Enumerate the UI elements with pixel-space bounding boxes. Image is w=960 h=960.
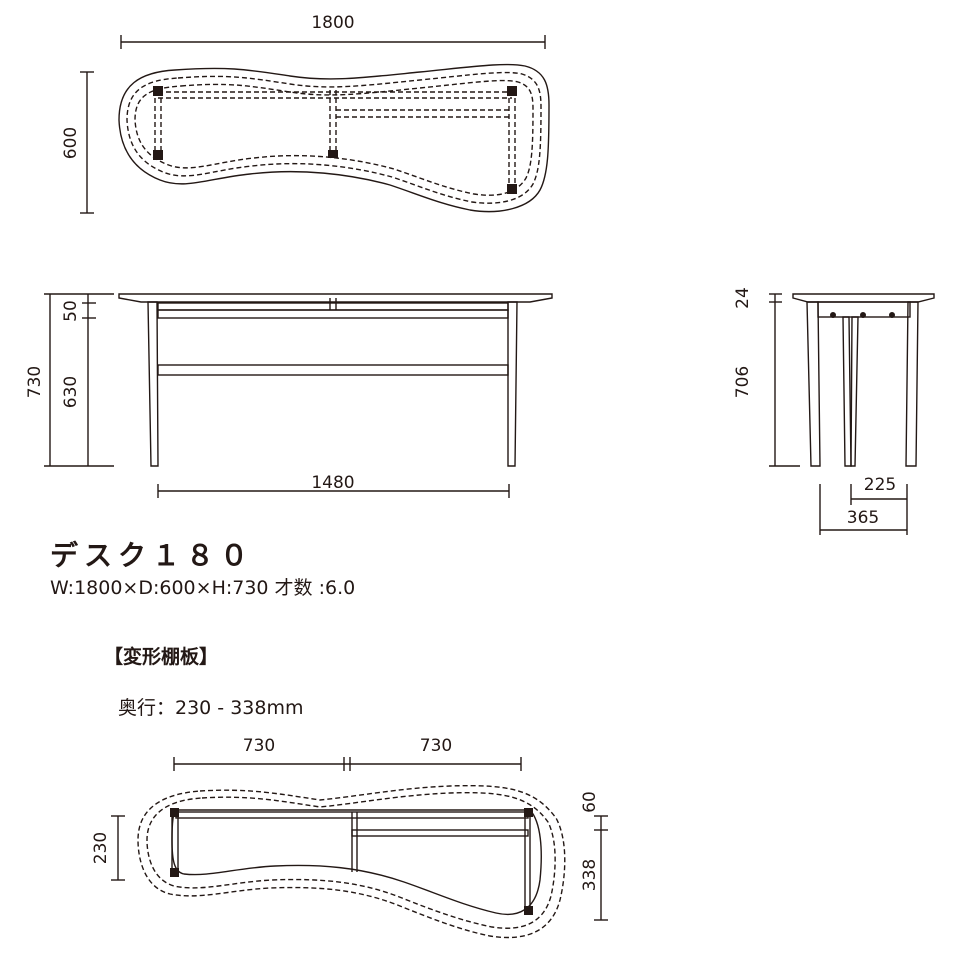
shelf-depth: 奥行：230 - 338mm (118, 697, 304, 719)
dim-side-inner: 225 (864, 475, 896, 495)
shelf-leg-fr (524, 808, 533, 817)
front-leg-right (507, 301, 518, 467)
front-view (44, 293, 553, 498)
side-view (769, 293, 935, 535)
shelf-title: 【変形棚板】 (104, 646, 219, 668)
shelf-dashed-outer (137, 784, 566, 939)
dim-side-top: 24 (733, 287, 753, 309)
dim-side-leg-height: 706 (733, 366, 753, 398)
shelf-dashed-inner (146, 791, 556, 929)
top-leg-fl (153, 86, 163, 96)
front-apron (157, 302, 509, 311)
shelf-back-rail (351, 829, 529, 837)
dim-top-width: 1800 (311, 13, 354, 33)
side-leg-left (806, 301, 821, 467)
dim-shelf-max-depth: 338 (580, 859, 600, 891)
front-leg-left (147, 301, 159, 467)
shelf-leg-fl (170, 808, 179, 817)
side-leg-right (905, 301, 919, 467)
top-leg-bl (153, 150, 163, 160)
top-view-outline (118, 63, 550, 213)
top-view-dashed-inner (126, 71, 542, 204)
front-apron-inner (157, 309, 509, 319)
dim-shelf-min-depth: 230 (91, 832, 111, 864)
shelf-view (111, 757, 608, 939)
shelf-leg-br (524, 906, 533, 915)
product-title: デスク１８０ (50, 539, 255, 572)
dim-shelf-offset: 60 (580, 791, 600, 813)
dim-shelf-right-width: 730 (420, 736, 452, 756)
top-leg-br (507, 184, 517, 194)
dim-leg-span: 1480 (311, 473, 354, 493)
front-stretcher (157, 364, 509, 376)
dim-side-outer: 365 (847, 508, 879, 528)
dim-shelf-left-width: 730 (243, 736, 275, 756)
dim-total-height: 730 (25, 366, 45, 398)
shelf-board (171, 809, 542, 916)
side-leg-mid-b (850, 316, 859, 467)
top-leg-mid (328, 150, 338, 158)
front-tabletop (118, 293, 553, 303)
top-view (80, 35, 550, 214)
side-tabletop (792, 293, 935, 303)
dim-leg-height: 630 (61, 376, 81, 408)
dim-top-thickness: 50 (61, 300, 81, 322)
top-leg-fr (507, 86, 517, 96)
product-spec: W:1800×D:600×H:730 才数 :6.0 (50, 577, 356, 599)
shelf-leg-bl (170, 868, 179, 877)
dim-top-depth: 600 (61, 127, 81, 159)
dimension-labels: 1800 600 730 50 630 1480 24 706 225 365 … (25, 13, 896, 891)
side-leg-mid-a (842, 316, 852, 467)
